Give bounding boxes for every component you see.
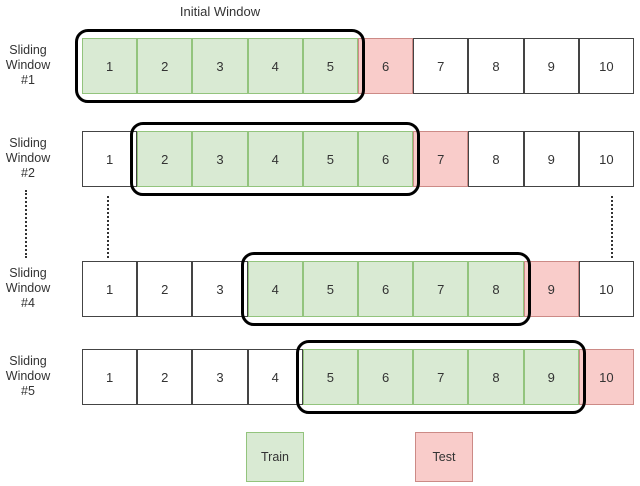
cell-r1-3: 3 [192,38,248,94]
cell-r2-10: 10 [578,131,634,187]
row-label-line-2: Window [5,281,51,295]
cell-r4-1: 1 [82,349,138,405]
cell-r4-4: 4 [247,349,303,405]
legend-swatch-test: Test [415,432,473,482]
cell-r1-10: 10 [578,38,634,94]
row-label-line-2: Window [5,369,51,383]
cell-r1-8: 8 [468,38,524,94]
cell-r1-5: 5 [302,38,358,94]
cell-r1-4: 4 [247,38,303,94]
cell-r4-2: 2 [137,349,193,405]
cell-r3-9: 9 [523,261,579,317]
cell-r2-2: 2 [137,131,193,187]
row-label-line-1: Sliding [9,266,47,280]
row-label-line-1: Sliding [9,354,47,368]
row-label-line-3: #5 [21,384,35,398]
cell-r1-7: 7 [413,38,469,94]
cell-r4-10: 10 [578,349,634,405]
cell-r3-3: 3 [192,261,248,317]
cell-r2-6: 6 [358,131,414,187]
ellipsis-column-1 [25,190,27,258]
cell-r4-8: 8 [468,349,524,405]
cell-r2-1: 1 [82,131,138,187]
cell-r3-1: 1 [82,261,138,317]
row-label-line-1: Sliding [9,43,47,57]
cell-r4-6: 6 [358,349,414,405]
ellipsis-column-3 [611,196,613,258]
cell-r1-1: 1 [82,38,138,94]
row-label-line-3: #2 [21,166,35,180]
cell-r3-8: 8 [468,261,524,317]
cell-r3-10: 10 [578,261,634,317]
cell-r2-7: 7 [413,131,469,187]
cell-r2-8: 8 [468,131,524,187]
cell-r4-3: 3 [192,349,248,405]
ellipsis-column-2 [107,196,109,258]
cell-r4-7: 7 [413,349,469,405]
cell-r3-7: 7 [413,261,469,317]
row-label-line-2: Window [5,151,51,165]
legend-swatch-train: Train [246,432,304,482]
initial-window-label: Initial Window [179,4,261,19]
cell-r3-2: 2 [137,261,193,317]
cell-r2-9: 9 [523,131,579,187]
cell-r1-6: 6 [358,38,414,94]
row-label-line-1: Sliding [9,136,47,150]
cell-r1-2: 2 [137,38,193,94]
row-label-line-2: Window [5,58,51,72]
cell-r3-6: 6 [358,261,414,317]
cell-r3-4: 4 [247,261,303,317]
cell-r2-5: 5 [302,131,358,187]
row-label-line-3: #1 [21,73,35,87]
cell-r4-9: 9 [523,349,579,405]
row-label-line-3: #4 [21,296,35,310]
cell-r4-5: 5 [302,349,358,405]
cell-r3-5: 5 [302,261,358,317]
cell-r2-3: 3 [192,131,248,187]
cell-r2-4: 4 [247,131,303,187]
cell-r1-9: 9 [523,38,579,94]
